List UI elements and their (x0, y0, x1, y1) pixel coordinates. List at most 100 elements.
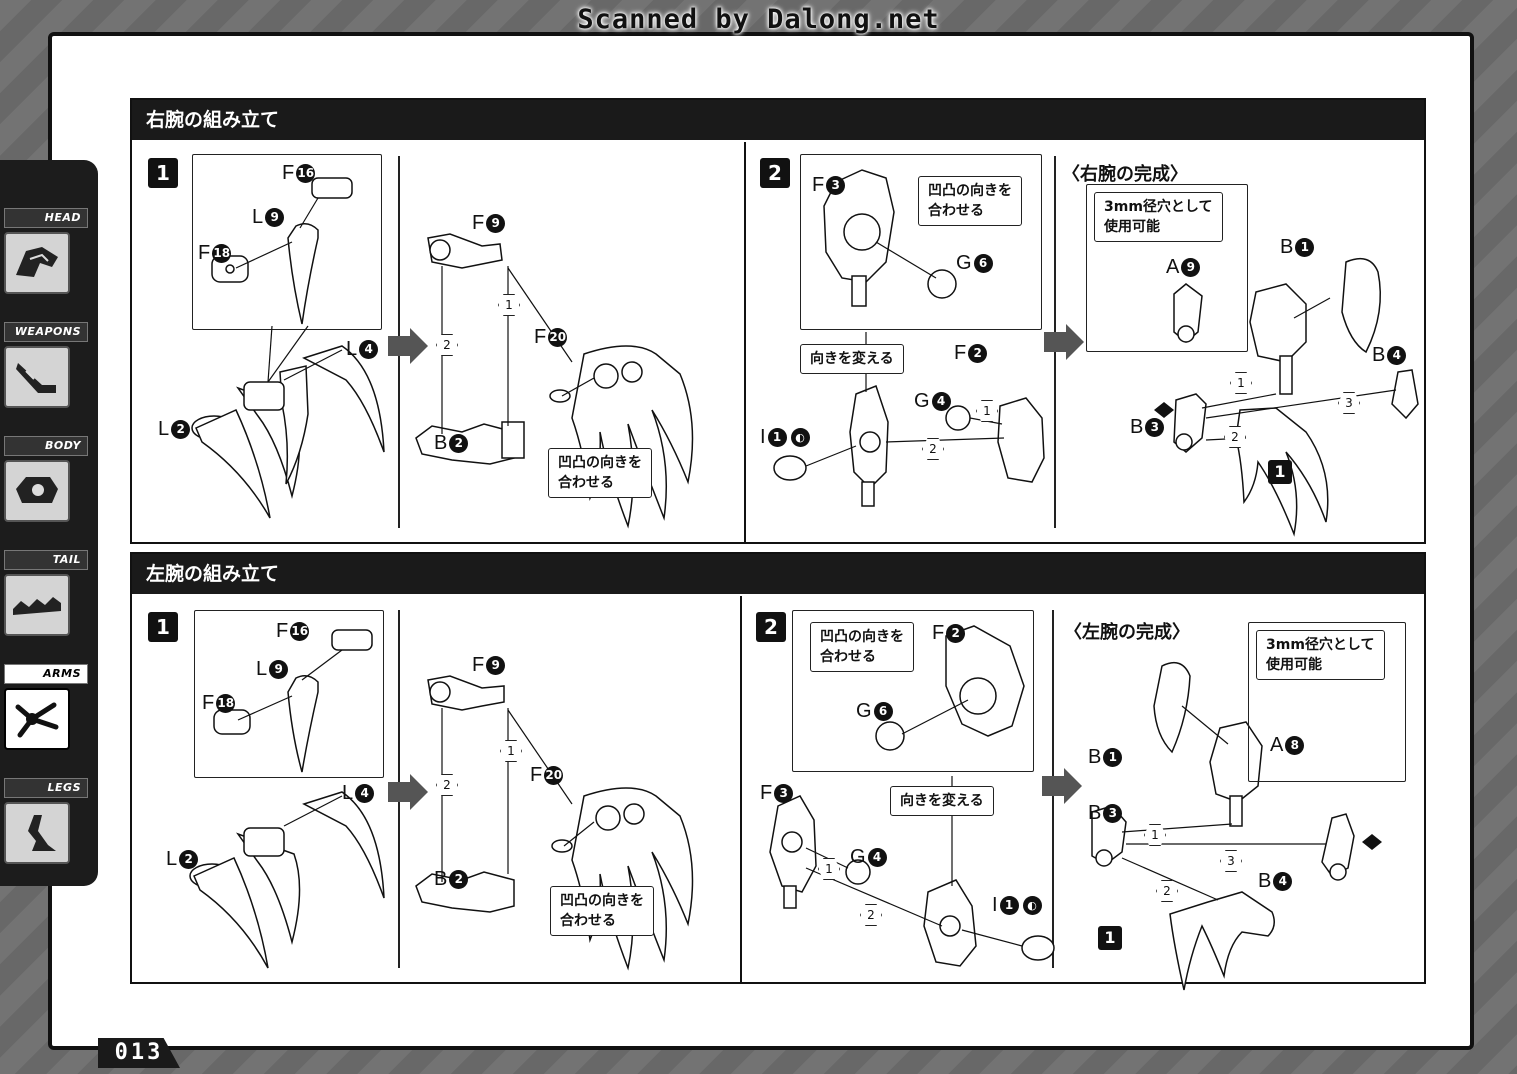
step2-illustration (773, 169, 1419, 537)
arms-icon (4, 688, 70, 750)
order-step-2: 2 (922, 438, 944, 460)
section-tabs: HEAD WEAPONS BODY TAIL ARMS (0, 160, 98, 886)
right-arm-section: 右腕の組み立て 1 (130, 98, 1426, 544)
tab-label-arms: ARMS (4, 664, 88, 684)
right-arm-title: 右腕の組み立て (132, 100, 1424, 140)
step2-illustration (769, 625, 1382, 991)
order-step-1: 1 (1230, 372, 1252, 394)
tab-tail[interactable]: TAIL (4, 550, 88, 636)
left-arm-section: 左腕の組み立て 1 (130, 552, 1426, 991)
tab-head[interactable]: HEAD (4, 208, 88, 294)
detail-inset (1086, 184, 1248, 352)
page-number: 013 (98, 1038, 180, 1068)
step-number: 2 (760, 158, 790, 188)
sticker-icon: ◐ (1022, 896, 1042, 915)
weapons-icon (4, 346, 70, 408)
align-callout: 凹凸の向きを 合わせる (550, 886, 654, 936)
step-reference: 1 (1098, 926, 1122, 950)
left-arm-title: 左腕の組み立て (132, 554, 1424, 594)
align-callout: 凹凸の向きを 合わせる (548, 448, 652, 498)
complete-title: 〈右腕の完成〉 (1062, 164, 1188, 185)
order-step-2: 2 (1156, 880, 1178, 902)
order-step-1: 1 (498, 294, 520, 316)
order-step-1: 1 (818, 858, 840, 880)
tab-label-body: BODY (4, 436, 88, 456)
order-step-2: 2 (436, 334, 458, 356)
tab-arms[interactable]: ARMS (4, 664, 88, 750)
step-number: 2 (756, 612, 786, 642)
watermark: Scanned by Dalong.net (577, 4, 940, 35)
right-arm-step1-panel: 1 (132, 142, 746, 542)
head-icon (4, 232, 70, 294)
order-step-2: 2 (436, 774, 458, 796)
hole-callout: 3mm径穴として 使用可能 (1256, 630, 1385, 680)
left-arm-step1-panel: 1 (132, 596, 742, 982)
turn-callout: 向きを変える (890, 786, 994, 816)
tab-label-legs: LEGS (4, 778, 88, 798)
tab-legs[interactable]: LEGS (4, 778, 88, 864)
tab-weapons[interactable]: WEAPONS (4, 322, 88, 408)
step1-illustration (191, 177, 694, 529)
step-reference: 1 (1268, 460, 1292, 484)
tab-label-head: HEAD (4, 208, 88, 228)
legs-icon (4, 802, 70, 864)
order-step-1: 1 (1144, 824, 1166, 846)
tab-body[interactable]: BODY (4, 436, 88, 522)
order-step-2: 2 (860, 904, 882, 926)
next-step-arrow-icon (388, 328, 428, 364)
next-step-arrow-icon (388, 774, 428, 810)
turn-callout: 向きを変える (800, 344, 904, 374)
right-arm-step2-panel: 2 (746, 142, 1422, 542)
sticker-icon: ◐ (790, 428, 810, 447)
order-step-2: 2 (1224, 426, 1246, 448)
detail-inset (1248, 622, 1406, 782)
tab-label-tail: TAIL (4, 550, 88, 570)
left-arm-step2-panel: 2 (742, 596, 1422, 991)
body-icon (4, 460, 70, 522)
order-step-1: 1 (500, 740, 522, 762)
tail-icon (4, 574, 70, 636)
step-number: 1 (148, 158, 178, 188)
align-callout: 凹凸の向きを 合わせる (918, 176, 1022, 226)
hole-callout: 3mm径穴として 使用可能 (1094, 192, 1223, 242)
complete-title: 〈左腕の完成〉 (1064, 622, 1190, 643)
tab-label-weapons: WEAPONS (4, 322, 88, 342)
step-number: 1 (148, 612, 178, 642)
order-step-3: 3 (1338, 392, 1360, 414)
align-callout: 凹凸の向きを 合わせる (810, 622, 914, 672)
order-step-3: 3 (1220, 850, 1242, 872)
